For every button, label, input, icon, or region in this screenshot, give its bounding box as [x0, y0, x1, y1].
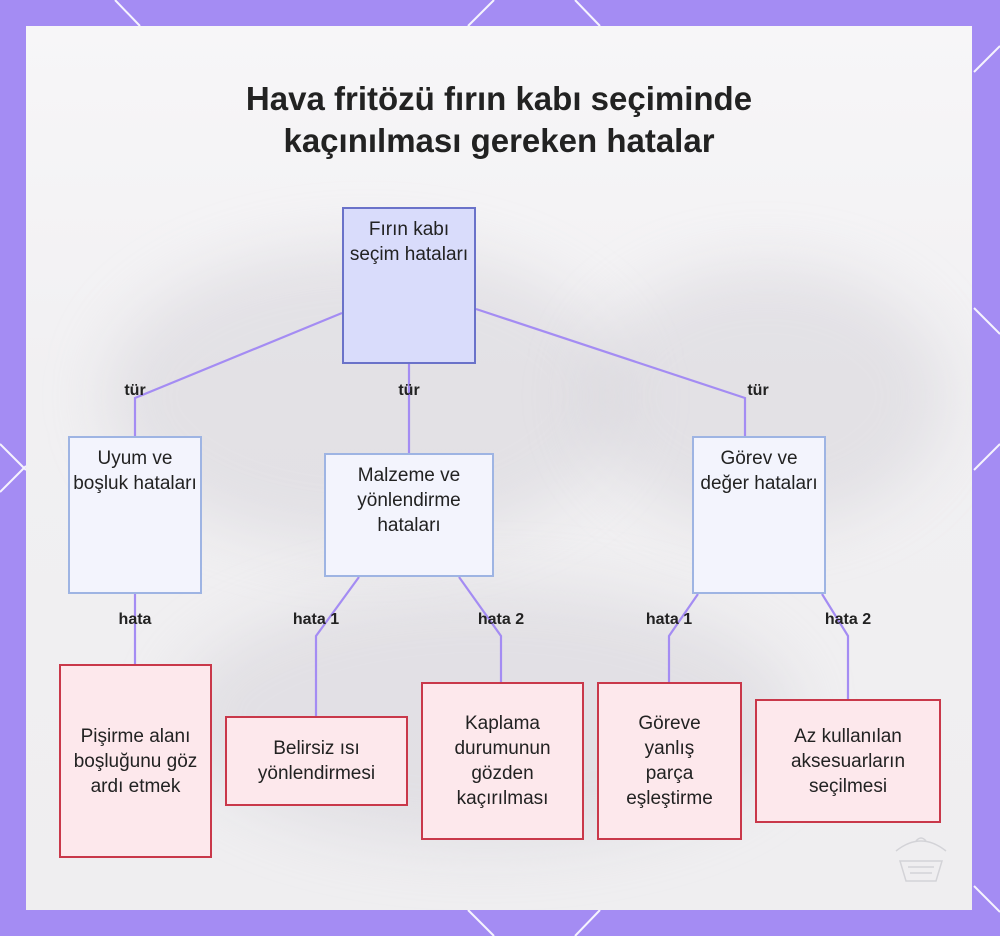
edge-category-2-leaf-3: [458, 576, 503, 682]
edge-label-leaf-1: hata: [118, 611, 152, 628]
leaf-node-text: Göreve yanlış parça eşleştirme: [626, 713, 713, 809]
leaf-node-coating: Kaplama durumunun gözden kaçırılması: [421, 682, 584, 840]
edge-label-leaf-2: hata 1: [292, 611, 340, 628]
category-node-text: Görev ve değer hataları: [700, 448, 818, 494]
diagram-card: Hava fritözü fırın kabı seçiminde kaçını…: [26, 26, 972, 910]
category-node-text: Uyum ve boşluk hataları: [73, 448, 197, 494]
leaf-node-text: Kaplama durumunun gözden kaçırılması: [454, 713, 551, 809]
watermark-logo-icon: [895, 837, 947, 882]
leaf-node-space: Pişirme alanı boşluğunu göz ardı etmek: [59, 664, 212, 858]
edge-category-2-leaf-2: [314, 576, 360, 716]
category-node-material: Malzeme ve yönlendirme hataları: [324, 453, 494, 577]
title-line-1: Hava fritözü fırın kabı seçiminde: [245, 80, 753, 117]
edge-root-category-3: [475, 307, 747, 436]
root-node-text: Fırın kabı seçim hataları: [349, 219, 469, 265]
edge-category-3-leaf-5: [821, 593, 850, 699]
leaf-node-heat: Belirsiz ısı yönlendirmesi: [225, 716, 408, 806]
edge-label-leaf-5: hata 2: [824, 611, 872, 628]
edge-label-leaf-4: hata 1: [645, 611, 693, 628]
leaf-node-accessories: Az kullanılan aksesuarların seçilmesi: [755, 699, 941, 823]
leaf-node-text: Az kullanılan aksesuarların seçilmesi: [790, 725, 906, 797]
edge-label-leaf-3: hata 2: [477, 611, 525, 628]
leaf-node-text: Belirsiz ısı yönlendirmesi: [257, 738, 376, 784]
leaf-node-text: Pişirme alanı boşluğunu göz ardı etmek: [73, 725, 198, 797]
category-node-text: Malzeme ve yönlendirme hataları: [357, 465, 461, 536]
edge-label-category-1: tür: [124, 382, 146, 399]
connector-lines: [133, 307, 850, 716]
edge-root-category-1: [133, 311, 343, 436]
edge-category-3-leaf-4: [667, 593, 699, 682]
category-node-fit: Uyum ve boşluk hataları: [68, 436, 202, 594]
leaf-node-task-match: Göreve yanlış parça eşleştirme: [597, 682, 742, 840]
tree-diagram: Fırın kabı seçim hataları Uyum ve boşluk…: [26, 26, 972, 910]
page-title: Hava fritözü fırın kabı seçiminde kaçını…: [26, 78, 972, 162]
title-line-2: kaçınılması gereken hatalar: [283, 122, 715, 159]
root-node: Fırın kabı seçim hataları: [342, 207, 476, 364]
category-node-task: Görev ve değer hataları: [692, 436, 826, 594]
edge-label-category-3: tür: [747, 382, 769, 399]
edge-label-category-2: tür: [398, 382, 420, 399]
